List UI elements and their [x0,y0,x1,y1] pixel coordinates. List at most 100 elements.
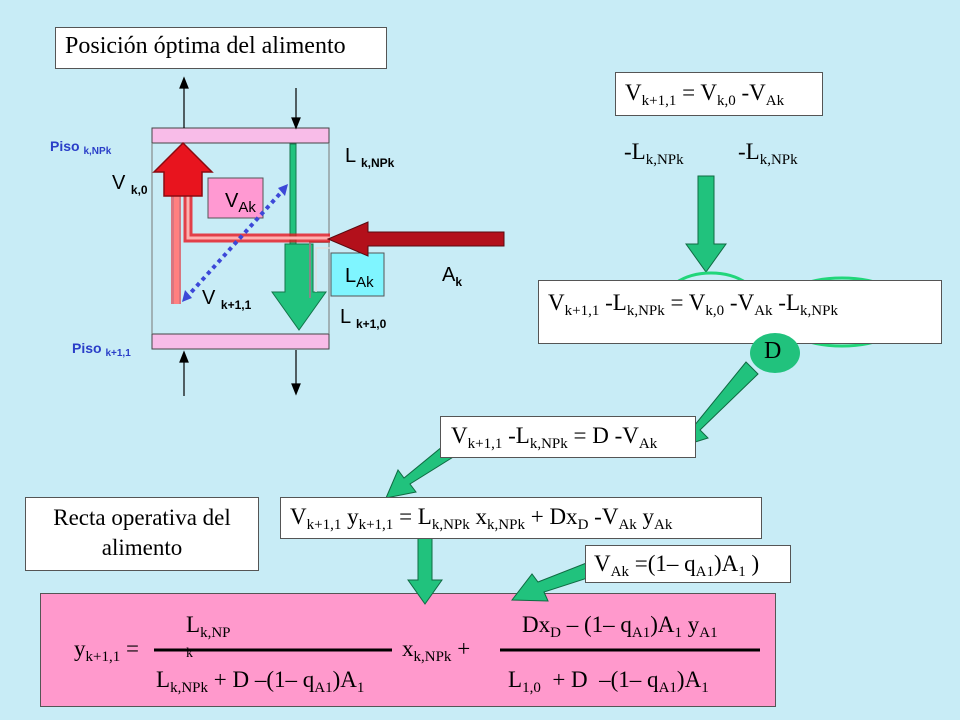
eq2-box [538,280,942,344]
eq1-sub-left-a: -L [624,139,646,164]
eq2-d-sub: Ak [754,303,773,319]
final-y-text: y [74,636,86,661]
v-k0-sub: k,0 [130,183,148,197]
v-k0-arrow [152,141,214,197]
piso-top-sub: k,NPk [83,146,112,157]
final-num1-text: L [186,612,201,637]
eq2: Vk+1,1 -Lk,NPk = Vk,0 -VAk -Lk,NPk [548,290,838,320]
eq5: VAk =(1– qA1)A1 ) [594,551,759,581]
d-circle [750,333,800,373]
eq2-d: -V [724,290,755,315]
eq1-box [615,72,823,116]
final-den1-c-sub: 1 [356,680,365,696]
eq5-box [585,545,791,583]
final-den1-b-sub: A1 [314,680,333,696]
eq4-f-sub: Ak [618,517,637,533]
a-k-feed-arrow [326,221,505,257]
piso-bottom-text: Piso [72,340,102,356]
eq4-e-sub: D [577,517,589,533]
eq4-c-sub: k,NPk [431,517,470,533]
eq1-c: -V [735,80,766,105]
final-num2-d: y [682,612,700,637]
final-num2-c-sub: 1 [674,625,683,641]
recta-box [25,497,259,571]
eq4-b-sub: k+1,1 [358,517,394,533]
eq5-c-sub: 1 [738,564,746,580]
final-num1-k: k [186,646,193,661]
final-den2-c-sub: 1 [701,680,709,696]
eq5-b: =(1– q [628,551,696,576]
eq3: Vk+1,1 -Lk,NPk = D -VAk [451,423,657,453]
a-k-text: A [442,264,456,286]
final-x-sub: k,NPk [413,649,452,665]
eq4-a-sub: k+1,1 [306,517,342,533]
final-num2: DxD – (1– qA1)A1 yA1 [522,612,718,642]
eq4-c: = L [393,504,432,529]
eq4-box [280,497,762,539]
v-ak-text: V [225,190,239,212]
final-num2-a: Dx [522,612,551,637]
final-num2-a-sub: D [550,625,561,641]
final-eqsign: = [120,636,139,661]
eq3-b: -L [502,423,530,448]
final-den1-a-sub: k,NPk [170,680,208,696]
blue-dotted-diagonal [184,186,287,300]
l-ak-label: LAk [345,265,374,291]
final-den2-b: + D –(1– q [540,667,659,692]
piso-bottom-label: Piso k+1,1 [72,340,131,359]
eq5-c: )A [713,551,739,576]
l-k-npk-label: L k,NPk [345,145,394,170]
final-den1-c: )A [332,667,357,692]
final-den2-a-sub: 1,0 [522,680,541,696]
final-y-sub: k+1,1 [85,649,121,665]
eq5-d: ) [745,551,760,576]
eq3-c-sub: Ak [638,436,658,452]
recta-label: Recta operativa del alimento [53,505,231,560]
eq2-a: V [548,290,565,315]
final-num2-b-sub: A1 [631,625,651,641]
v-ak-stream-core [186,196,330,240]
a-k-label: Ak [442,264,462,289]
v-ak-sub: Ak [238,199,256,216]
final-den2-c: )A [676,667,702,692]
eq4-e: + Dx [524,504,578,529]
final-den2-a: L [508,667,523,692]
final-num1: Lk,NP [186,612,231,642]
final-num2-b: – (1– q [560,612,632,637]
l-k-npk-text: L [345,145,356,167]
piso-top-text: Piso [50,138,80,154]
d-label: D [764,338,782,364]
v-ak-label: VAk [225,190,256,216]
eq4-b: y [341,504,359,529]
eq2-b-sub: k,NPk [626,303,665,319]
feed-arrow-gap [324,228,332,254]
eq3-b-sub: k,NPk [529,436,568,452]
v-k11-label: V k+1,1 [202,287,251,312]
final-plus: + [451,636,471,661]
eq1-c-sub: Ak [765,93,785,109]
l-k-npk-sub: k,NPk [360,156,395,170]
final-den2-b-sub: A1 [658,680,677,696]
piso-bottom-sub: k+1,1 [105,348,131,359]
eq3-box [440,416,696,458]
feed-split-line-inner [315,247,330,292]
l-bottom-arrow [271,243,327,331]
eq4: Vk+1,1 yk+1,1 = Lk,NPk xk,NPk + DxD -VAk… [290,504,672,534]
eq5-a: V [594,551,611,576]
eq1-sub-right-a: -L [738,139,760,164]
eq4-d-sub: k,NPk [487,517,525,533]
final-x: xk,NPk + [402,636,470,666]
eq3-a: V [451,423,468,448]
final-x-text: x [402,636,414,661]
eq1-sub-right-sub: k,NPk [759,152,798,168]
l-k10-text: L [340,306,351,328]
page-title: Posición óptima del alimento [65,33,346,59]
v-k11-sub: k+1,1 [220,298,252,312]
eq2-a-sub: k+1,1 [564,303,600,319]
v-k0-label: V k,0 [112,172,148,197]
final-den2: L1,0 + D –(1– qA1)A1 [508,667,709,697]
l-ak-box [330,252,385,297]
eq5-b-sub: A1 [695,564,714,580]
eq4-a: V [290,504,307,529]
